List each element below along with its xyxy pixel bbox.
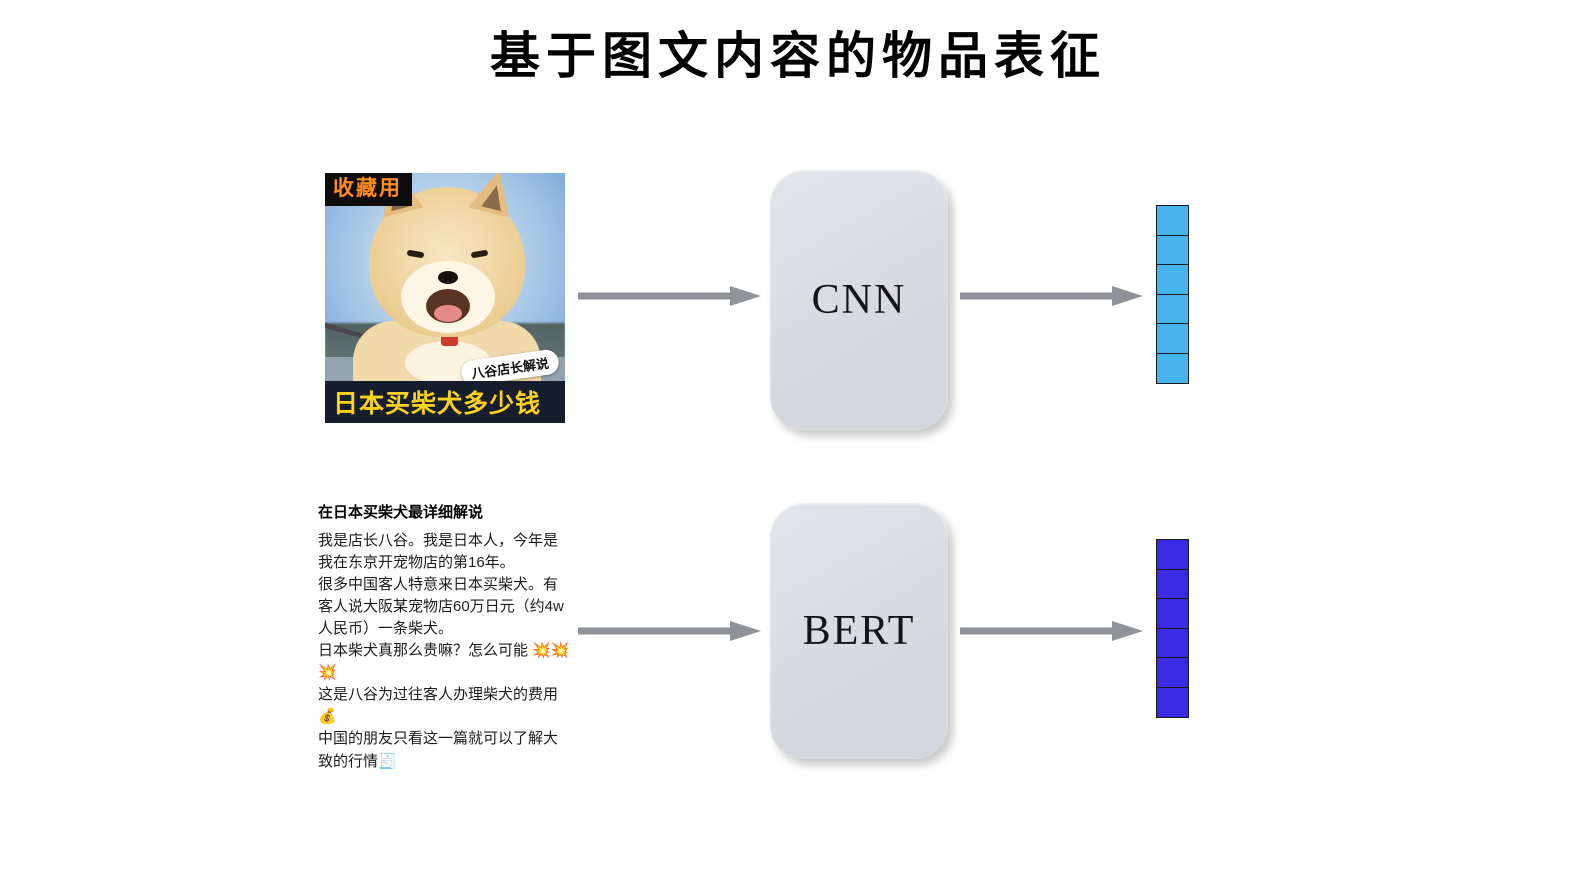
dog-tongue (434, 305, 462, 322)
vector-cell (1156, 657, 1189, 688)
vector-cell (1156, 293, 1189, 325)
vector-cell (1156, 205, 1189, 236)
arrow-right-icon (578, 286, 761, 306)
description-heading: 在日本买柴犬最详细解说 (318, 504, 484, 521)
vector-cell (1156, 598, 1189, 629)
vector-cell (1156, 686, 1189, 718)
description-paragraph: 日本柴犬真那么贵嘛？怎么可能 💥💥💥 (318, 642, 570, 682)
description-paragraph: 我是店长八谷。我是日本人，今年是我在东京开宠物店的第16年。 (318, 532, 559, 572)
photo-title-banner: 日本买柴犬多少钱 (325, 381, 565, 423)
arrow-right-icon (960, 621, 1143, 641)
cnn-encoder-box: CNN (770, 170, 948, 430)
arrow-right-icon (578, 621, 761, 641)
photo-corner-badge: 收藏用 (325, 173, 412, 206)
text-embedding-vector (1156, 539, 1189, 718)
photo-title-text: 日本买柴犬多少钱 (333, 390, 542, 418)
dog-nose (438, 271, 458, 284)
description-paragraph: 很多中国客人特意来日本买柴犬。有客人说大阪某宠物店60万日元（约4w人民币）一条… (318, 576, 564, 638)
cnn-label: CNN (811, 277, 907, 323)
description-paragraph: 中国的朋友只看这一篇就可以了解大致的行情🧾 (318, 730, 559, 770)
vector-cell (1156, 264, 1189, 295)
image-embedding-vector (1156, 205, 1189, 384)
item-cover-image: 收藏用 八谷店长解说 日本买柴犬多少钱 (325, 173, 565, 423)
arrow-right-icon (960, 286, 1143, 306)
item-description-text: 在日本买柴犬最详细解说 我是店长八谷。我是日本人，今年是我在东京开宠物店的第16… (318, 502, 572, 773)
vector-cell (1156, 234, 1189, 266)
bert-encoder-box: BERT (770, 503, 948, 759)
vector-cell (1156, 323, 1189, 354)
description-paragraph: 这是八谷为过往客人办理柴犬的费用 💰 (318, 686, 559, 726)
vector-cell (1156, 352, 1189, 384)
page-title: 基于图文内容的物品表征 (490, 26, 1106, 85)
vector-cell (1156, 568, 1189, 600)
bert-label: BERT (802, 608, 916, 654)
vector-cell (1156, 627, 1189, 659)
vector-cell (1156, 539, 1189, 570)
